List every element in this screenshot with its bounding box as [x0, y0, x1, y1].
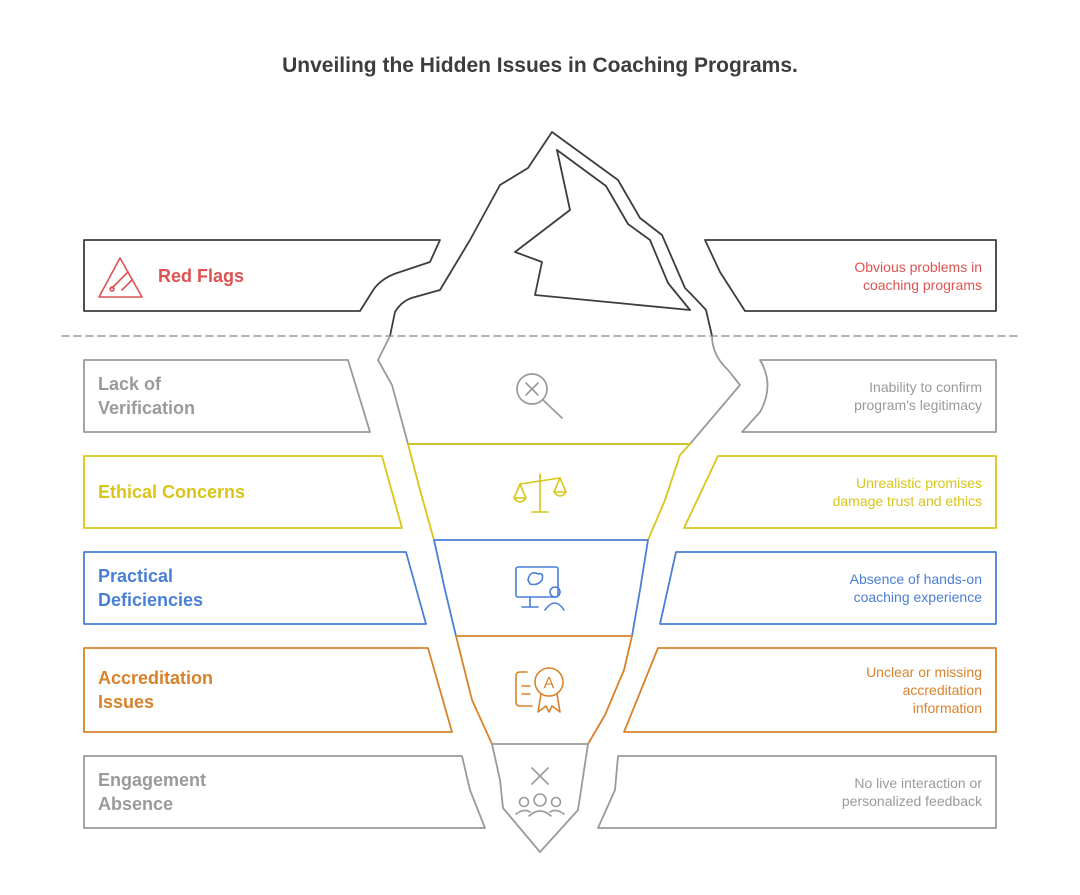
practical-deficiencies-iceberg-band	[433, 539, 649, 637]
group-x-icon	[515, 767, 565, 817]
layer-description-practical-deficiencies: Absence of hands-on coaching experience	[849, 571, 982, 605]
engagement-absence-right-box	[597, 755, 997, 829]
layer-label-practical-deficiencies: Practical Deficiencies	[98, 566, 204, 610]
iceberg-tip-outline	[389, 131, 713, 337]
magnifier-x-icon	[516, 373, 563, 419]
lack-of-verification-left-box	[83, 359, 371, 433]
ethical-concerns-iceberg-band	[407, 443, 691, 541]
layer-label-lack-of-verification: Lack of Verification	[98, 374, 196, 418]
layer-label-accreditation-issues: Accreditation Issues	[98, 668, 214, 712]
iceberg-inner-ridge	[556, 149, 691, 311]
red-flags-left-box	[83, 239, 441, 312]
accreditation-issues-iceberg-band	[455, 635, 633, 745]
lack-of-verification-right-box	[741, 359, 997, 433]
ethical-concerns-right-box	[683, 455, 997, 529]
practical-deficiencies-right-box	[659, 551, 997, 625]
engagement-absence-iceberg-band	[491, 743, 589, 853]
layer-description-red-flags: Obvious problems in coaching programs	[854, 259, 982, 293]
layer-description-engagement-absence: No live interaction or personalized feed…	[841, 775, 982, 809]
ethical-concerns-left-box	[83, 455, 403, 529]
iceberg-face	[514, 149, 691, 311]
page-title: Unveiling the Hidden Issues in Coaching …	[282, 54, 798, 77]
engagement-absence-left-box	[83, 755, 486, 829]
practical-deficiencies-left-box	[83, 551, 427, 625]
lack-of-verification-iceberg-band	[377, 335, 741, 445]
balance-scale-icon	[513, 473, 567, 513]
accreditation-issues-right-box	[623, 647, 997, 733]
red-flags-right-box	[704, 239, 997, 312]
layer-label-ethical-concerns: Ethical Concerns	[98, 482, 246, 502]
layer-description-ethical-concerns: Unrealistic promises damage trust and et…	[832, 475, 982, 509]
svg-text:A: A	[544, 675, 555, 692]
layer-label-red-flags: Red Flags	[158, 266, 245, 286]
layer-description-accreditation-issues: Unclear or missing accreditation informa…	[866, 664, 982, 716]
layer-label-engagement-absence: Engagement Absence	[98, 770, 207, 814]
accreditation-issues-left-box	[83, 647, 453, 733]
warning-triangle-icon	[98, 257, 143, 298]
layer-description-lack-of-verification: Inability to confirm program's legitimac…	[854, 379, 982, 413]
certificate-badge-icon: A	[515, 667, 564, 713]
presentation-user-icon	[515, 566, 565, 611]
